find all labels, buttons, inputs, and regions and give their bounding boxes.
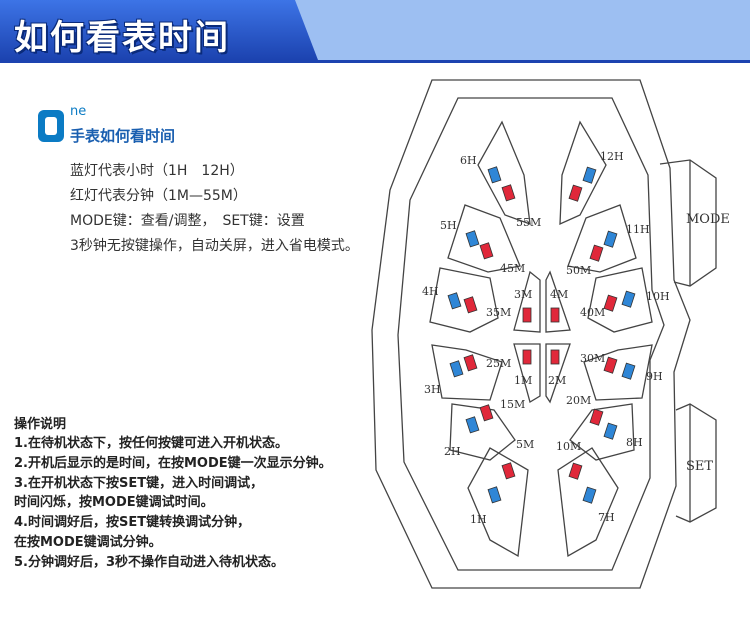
minute-led [463,296,478,314]
minute-led [522,349,532,365]
mode-button-label: MODE [686,212,730,227]
hour-led [621,362,636,380]
label-11h: 11H [626,223,650,236]
hour-led [447,292,462,310]
hour-led [582,166,597,184]
minute-led [568,462,583,480]
label-1h: 1H [470,513,487,526]
hour-led [603,230,618,248]
hour-led [465,230,480,248]
instruction-step: 在按MODE键调试分钟。 [14,535,162,550]
label-45m: 45M [500,262,525,275]
instructions-title: 操作说明 [14,417,67,432]
minute-led [603,356,618,374]
label-55m: 55M [516,216,541,229]
label-25m: 25M [486,357,511,370]
label-9h: 9H [646,370,663,383]
label-8h: 8H [626,436,643,449]
minute-led [522,307,532,323]
label-4m: 4M [550,288,568,301]
label-30m: 30M [580,352,605,365]
minute-led [479,242,494,260]
minute-led [550,307,560,323]
label-50m: 50M [566,264,591,277]
instruction-step: 2.开机后显示的是时间，在按MODE键一次显示分钟。 [14,456,332,471]
label-15m: 15M [500,398,525,411]
minute-led [501,184,516,202]
one-logo-suffix: ne [70,104,87,119]
hour-led [621,290,636,308]
label-2h: 2H [444,445,461,458]
label-7h: 7H [598,511,615,524]
instruction-step: 时间闪烁，按MODE键调试时间。 [14,495,214,510]
intro-line-keys: MODE键：查看/调整， SET键：设置 [70,213,305,229]
label-20m: 20M [566,394,591,407]
instruction-step: 4.时间调好后，按SET键转换调试分钟， [14,515,251,530]
label-1m: 1M [514,374,532,387]
minute-led [550,349,560,365]
watch-face [397,97,665,571]
hour-led [603,422,618,440]
intro-subtitle: 手表如何看时间 [70,127,176,145]
page-title: 如何看表时间 [14,18,230,58]
instruction-step: 1.在待机状态下，按任何按键可进入开机状态。 [14,436,288,451]
label-10h: 10H [646,290,670,303]
minute-led [589,408,604,426]
minute-led [479,404,494,422]
label-10m: 10M [556,440,581,453]
label-4h: 4H [422,285,439,298]
label-3h: 3H [424,383,441,396]
one-logo-icon [38,110,64,142]
mode-button [659,159,717,287]
label-2m: 2M [548,374,566,387]
label-5h: 5H [440,219,457,232]
label-12h: 12H [600,150,624,163]
label-3m: 3M [514,288,532,301]
instruction-step: 5.分钟调好后，3秒不操作自动进入待机状态。 [14,555,285,570]
label-5m: 5M [516,438,534,451]
set-button [675,403,717,523]
watch-outer-case [371,79,691,589]
label-6h: 6H [460,154,477,167]
hour-led [465,416,480,434]
set-button-label: SET [686,459,713,474]
header-banner [0,0,750,63]
minute-led [463,354,478,372]
hour-led [487,486,502,504]
minute-led [603,294,618,312]
label-35m: 35M [486,306,511,319]
intro-line-hour: 蓝灯代表小时（1H 12H） [70,163,244,179]
minute-led [589,244,604,262]
minute-led [568,184,583,202]
intro-line-minute: 红灯代表分钟（1M—55M） [70,188,247,204]
label-40m: 40M [580,306,605,319]
hour-led [487,166,502,184]
hour-led [449,360,464,378]
minute-led [501,462,516,480]
instruction-step: 3.在开机状态下按SET键，进入时间调试， [14,476,264,491]
hour-led [582,486,597,504]
intro-line-sleep: 3秒钟无按键操作，自动关屏，进入省电模式。 [70,238,359,254]
